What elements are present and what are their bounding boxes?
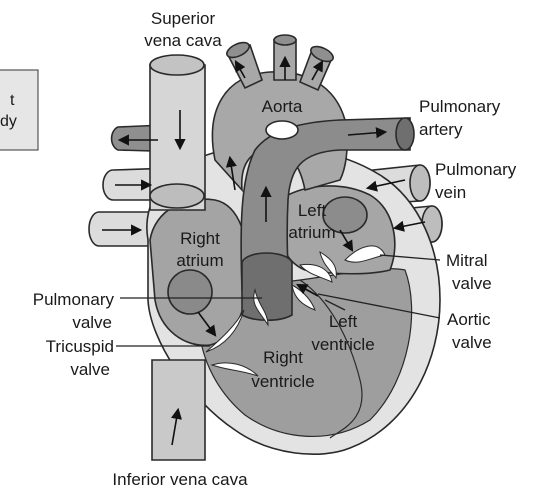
label-tricuspid-valve-2: valve	[70, 360, 110, 379]
label-pulmonary-valve-2: valve	[72, 313, 112, 332]
pulmonary-valve-shape	[242, 253, 292, 320]
label-right-ventricle-1: Right	[263, 348, 303, 367]
label-pulmonary-artery-1: Pulmonary	[419, 97, 501, 116]
label-pulmonary-vein-2: vein	[435, 183, 466, 202]
label-right-atrium-2: atrium	[176, 251, 223, 270]
ivc-opening	[168, 270, 212, 314]
clipped-box-line-2: dy	[0, 113, 17, 130]
label-pulmonary-valve-1: Pulmonary	[33, 290, 115, 309]
aorta-opening	[266, 121, 298, 139]
label-superior-vena-cava-1: Superior	[151, 9, 216, 28]
label-aortic-valve-2: valve	[452, 333, 492, 352]
label-superior-vena-cava-2: vena cava	[144, 31, 222, 50]
label-inferior-vena-cava: Inferior vena cava	[112, 470, 248, 489]
label-left-ventricle-1: Left	[329, 312, 358, 331]
label-aorta: Aorta	[262, 97, 303, 116]
label-pulmonary-vein-1: Pulmonary	[435, 160, 517, 179]
label-mitral-valve-2: valve	[452, 274, 492, 293]
label-left-atrium-1: Left	[298, 201, 327, 220]
label-right-atrium-1: Right	[180, 229, 220, 248]
pulmonary-artery-opening	[396, 118, 414, 150]
clipped-box-line-1: t	[10, 92, 15, 109]
label-right-ventricle-2: ventricle	[251, 372, 314, 391]
label-left-ventricle-2: ventricle	[311, 335, 374, 354]
label-tricuspid-valve-1: Tricuspid	[46, 337, 114, 356]
label-mitral-valve-1: Mitral	[446, 251, 488, 270]
clipped-body-box: t dy	[0, 70, 38, 150]
label-left-atrium-2: atrium	[288, 223, 335, 242]
label-aortic-valve-1: Aortic	[447, 310, 491, 329]
label-pulmonary-artery-2: artery	[419, 120, 463, 139]
